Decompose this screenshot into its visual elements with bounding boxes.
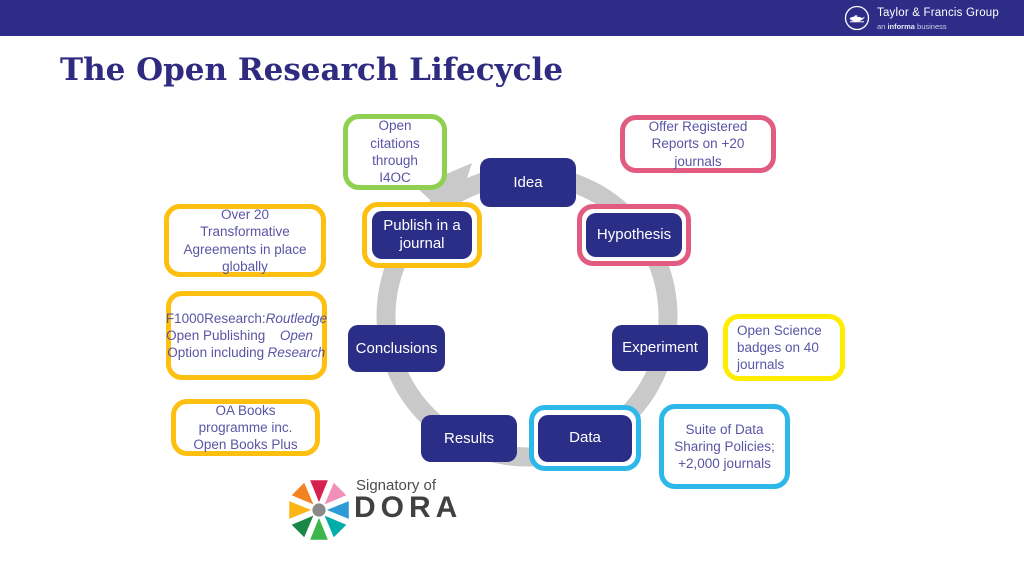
cycle-node-hypothesis: Hypothesis <box>586 213 682 257</box>
dora-signatory-label: Signatory of <box>356 477 437 494</box>
callout-f1000-text: F1000Research: Open Publishing Option in… <box>165 310 266 361</box>
tf-logo-name: Taylor & Francis Group <box>877 7 999 19</box>
cycle-node-data-outline: Data <box>529 405 641 471</box>
callout-oa-books: OA Books programme inc. Open Books Plus <box>171 399 320 456</box>
oil-lamp-icon <box>844 5 870 31</box>
callout-f1000research: F1000Research: Open Publishing Option in… <box>166 291 327 380</box>
cycle-node-idea: Idea <box>480 158 576 207</box>
dora-wordmark: DORA <box>354 491 463 524</box>
tf-logo-tagline: an informa business <box>877 22 947 31</box>
callout-f1000-italic: Routledge Open Research <box>265 310 328 361</box>
cycle-node-publish: Publish in a journal <box>372 211 472 259</box>
cycle-node-publish-outline: Publish in a journal <box>362 202 482 268</box>
cycle-node-experiment: Experiment <box>612 325 708 371</box>
cycle-node-conclusions: Conclusions <box>348 325 445 372</box>
callout-transformative-agreements: Over 20 Transformative Agreements in pla… <box>164 204 326 277</box>
cycle-node-hypothesis-outline: Hypothesis <box>577 204 691 266</box>
dora-pinwheel-icon <box>289 480 349 540</box>
cycle-node-data: Data <box>538 414 632 462</box>
cycle-node-results: Results <box>421 415 517 462</box>
callout-open-citations: Open citations through I4OC <box>343 114 447 190</box>
callout-registered-reports: Offer Registered Reports on +20 journals <box>620 115 776 173</box>
taylor-francis-logo: Taylor & Francis Group an informa busine… <box>844 4 999 31</box>
callout-open-science-badges: Open Science badges on 40 journals <box>723 314 845 381</box>
tf-logo-text: Taylor & Francis Group an informa busine… <box>877 4 999 31</box>
page-title: The Open Research Lifecycle <box>60 52 564 88</box>
callout-data-sharing: Suite of Data Sharing Policies; +2,000 j… <box>659 404 790 489</box>
